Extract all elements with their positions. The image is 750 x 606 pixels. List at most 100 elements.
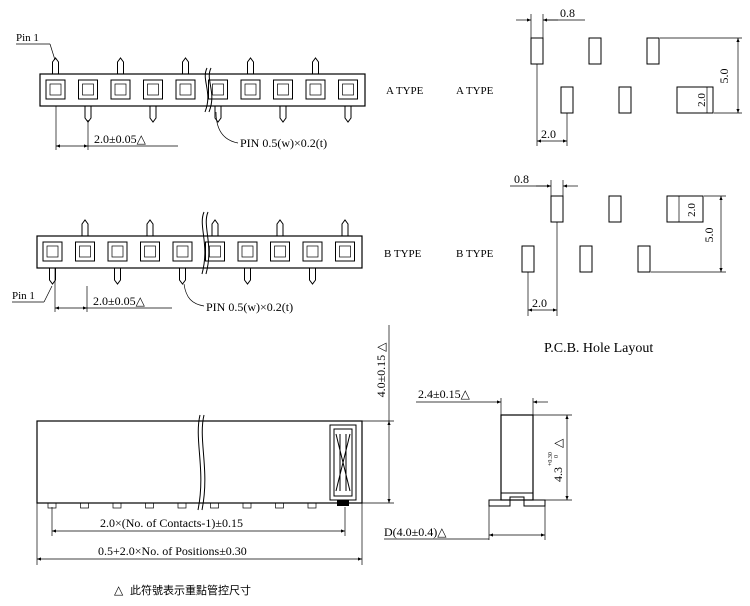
b-pin-2 [81, 219, 89, 236]
a-type-body [39, 73, 366, 107]
b-cell-inner-9 [306, 245, 319, 258]
b-cell-9 [302, 241, 323, 262]
b-type-header: Pin 1 2.0±0.05△ PIN 0.5(w)×0.2(t) [12, 211, 363, 314]
b-pin-size-label: PIN 0.5(w)×0.2(t) [206, 300, 293, 314]
a-cell-7 [240, 79, 261, 100]
pcb-hole-layout-title: P.C.B. Hole Layout [544, 341, 653, 356]
overall-dim-label: 0.5+2.0×No. of Positions±0.30 [98, 544, 247, 558]
a-cell-2 [78, 79, 98, 100]
a-cell-inner-6 [212, 83, 224, 96]
pcb-a-50-label: 5.0 [717, 69, 731, 84]
side-height-tol-upper: +0.30 [548, 452, 554, 466]
front-view-body [36, 420, 363, 504]
b-cell-inner-2 [79, 245, 91, 258]
b-pin-7 [244, 268, 251, 285]
front-view: 4.0±0.15 △ 2.0×(No. of Contacts-1)±0.15 … [36, 325, 394, 565]
a-cell-inner-9 [309, 83, 322, 96]
footnote-text: 此符號表示重點管控尺寸 [130, 583, 251, 597]
b-cell-3 [107, 241, 128, 262]
pcb-a-08-label: 0.8 [560, 6, 575, 20]
a-type-cells [45, 79, 358, 100]
a-cell-8 [273, 79, 293, 100]
b-cell-7 [237, 241, 258, 262]
side-depth-label: D(4.0±0.4)△ [384, 525, 447, 539]
a-pin-8 [279, 106, 287, 123]
a-cell-inner-4 [147, 83, 159, 96]
b-pitch-label: 2.0±0.05△ [93, 294, 146, 308]
a-type-label-1: A TYPE [386, 85, 424, 97]
b-cell-2 [75, 241, 95, 262]
pcb-b-pad-5 [666, 195, 704, 223]
b-pin-6 [211, 219, 219, 236]
a-pin-4 [149, 106, 157, 123]
a-cell-5 [175, 79, 196, 100]
a-cell-inner-2 [82, 83, 94, 96]
front-foot-8 [275, 502, 284, 509]
a-cell-inner-10 [342, 83, 354, 96]
b-pin-4 [146, 219, 154, 236]
front-height-label: 4.0±0.15 △ [374, 342, 388, 398]
a-cell-inner-7 [244, 83, 257, 96]
b-type-label-1: B TYPE [384, 248, 422, 260]
pcb-layout-a: 0.8 5.0 2.0 2.0 [516, 6, 742, 146]
side-view: 2.4±0.15△ 4.3 +0.30 0 △ D(4.0±0.4)△ [384, 387, 572, 540]
a-cell-6 [208, 79, 228, 100]
a-cell-9 [305, 79, 326, 100]
a-type-pins [52, 57, 352, 123]
side-width-label: 2.4±0.15△ [418, 387, 471, 401]
footnote-triangle: △ [114, 583, 124, 597]
end-contact-inner [333, 428, 353, 497]
b-type-cells [42, 241, 355, 262]
pcb-b-pad-6 [637, 245, 651, 273]
front-foot-4 [145, 502, 154, 509]
b-cell-inner-5 [176, 245, 189, 258]
b-cell-inner-7 [241, 245, 254, 258]
a-pin1-label: Pin 1 [16, 32, 39, 44]
front-foot-7 [242, 502, 252, 509]
b-cell-8 [270, 241, 290, 262]
b-type-body [36, 235, 363, 269]
a-cell-3 [110, 79, 131, 100]
pcb-b-50-label: 5.0 [702, 228, 716, 243]
front-foot-9 [307, 502, 317, 509]
front-foot-5 [177, 502, 187, 509]
b-pin-9 [309, 268, 316, 285]
front-foot-6 [210, 502, 219, 509]
a-cell-inner-1 [49, 83, 62, 96]
a-pin-3 [117, 57, 124, 74]
b-pin-5 [179, 268, 186, 285]
pcb-a-pad-1 [530, 37, 544, 65]
b-pin1-leader [43, 285, 53, 303]
a-cell-1 [45, 79, 66, 100]
a-pin-size-leader [215, 111, 239, 144]
front-break-line-left [197, 414, 202, 511]
b-pin-8 [276, 219, 284, 236]
end-contact-foot [337, 500, 349, 506]
b-cell-inner-6 [209, 245, 221, 258]
a-pin-6 [214, 106, 222, 123]
a-cell-4 [143, 79, 163, 100]
b-type-label-2: B TYPE [456, 248, 494, 260]
b-break-line-left [201, 211, 206, 275]
front-break-line-right [201, 414, 206, 511]
a-break-line-right [208, 67, 213, 113]
a-cell-10 [338, 79, 358, 100]
a-cell-inner-8 [277, 83, 289, 96]
front-end-contact [329, 424, 357, 506]
a-type-header: Pin 1 2.0±0.05△ PIN 0.5(w)×0.2(t) [16, 32, 366, 150]
a-pitch-label: 2.0±0.05△ [94, 132, 147, 146]
b-pin-10 [341, 219, 349, 236]
a-pin-size-label: PIN 0.5(w)×0.2(t) [240, 136, 327, 150]
b-cell-4 [140, 241, 160, 262]
a-pin-10 [344, 106, 352, 123]
pcb-a-20-pad-label: 2.0 [696, 93, 708, 107]
a-pin-9 [312, 57, 319, 74]
front-view-feet [47, 502, 317, 509]
b-cell-10 [335, 241, 355, 262]
pcb-b-pad-1 [550, 195, 564, 223]
b-cell-inner-10 [339, 245, 351, 258]
b-break-line-right [205, 211, 210, 275]
contacts-dim-label: 2.0×(No. of Contacts-1)±0.15 [100, 516, 243, 530]
b-pin1-label: Pin 1 [12, 290, 35, 302]
